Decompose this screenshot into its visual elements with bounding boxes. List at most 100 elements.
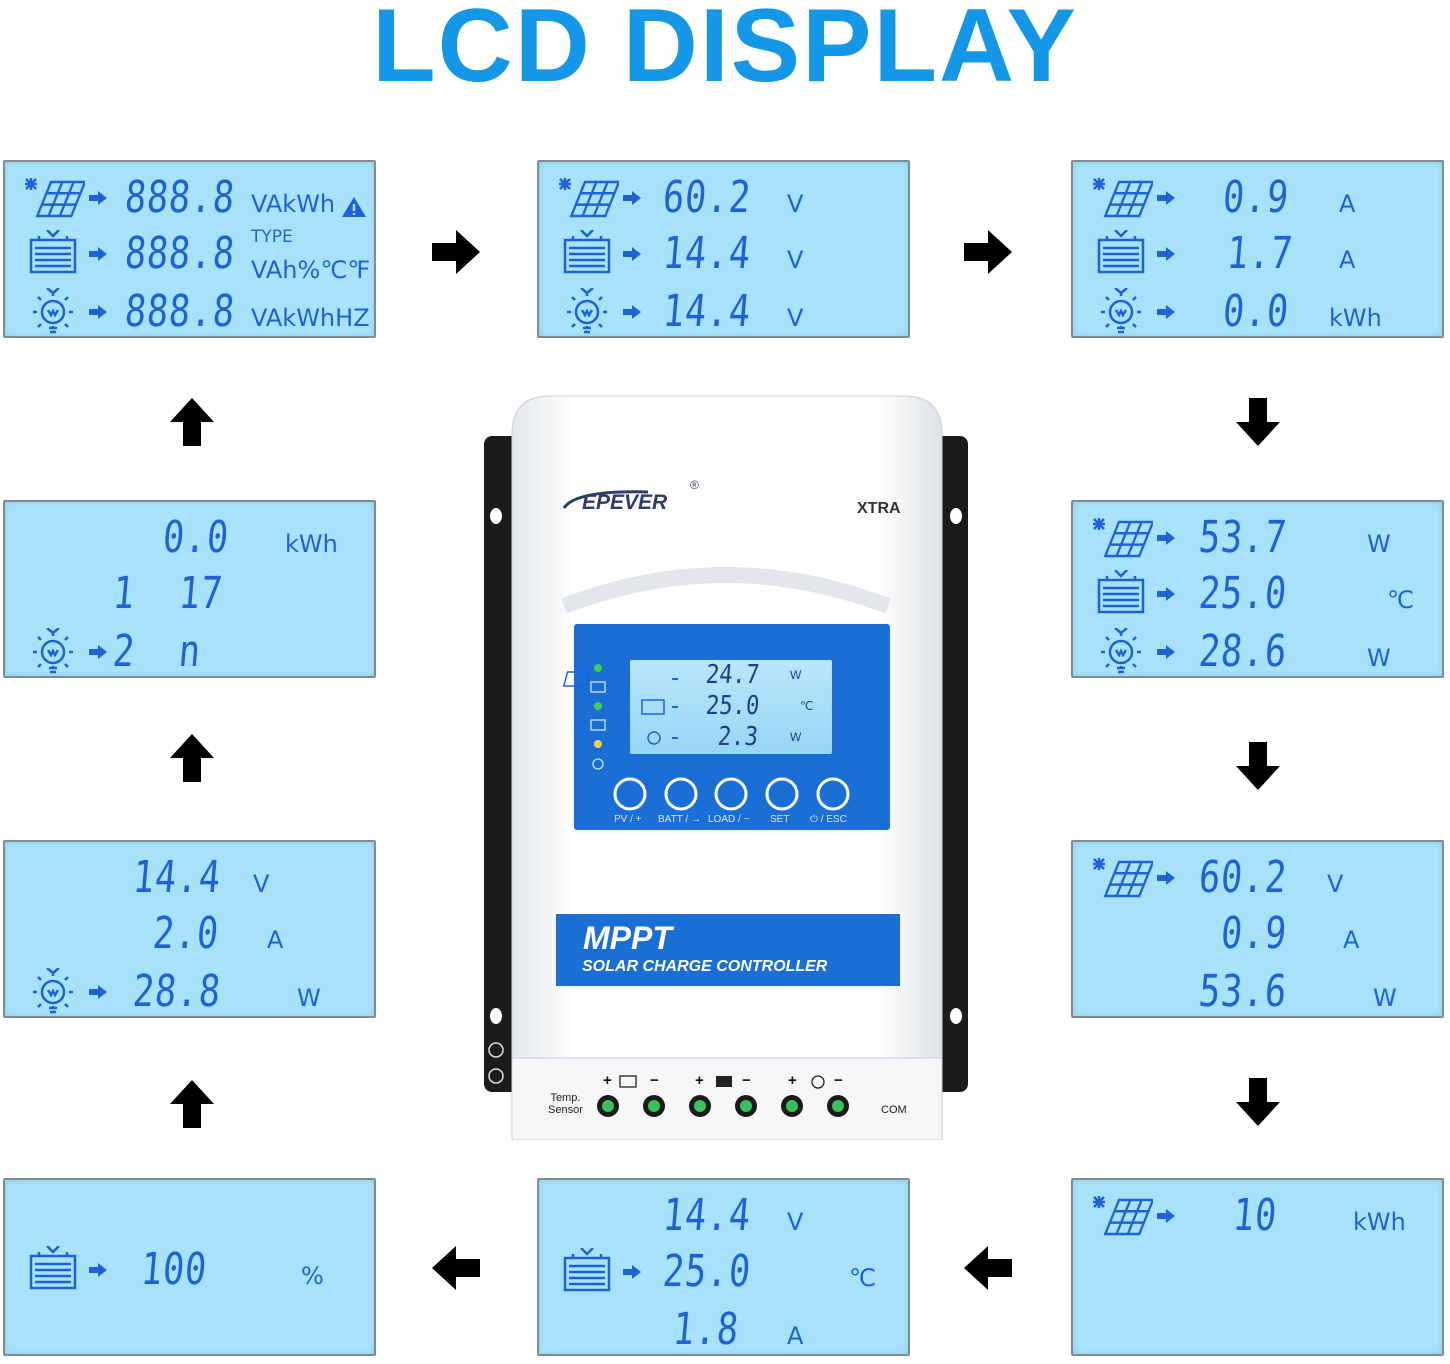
lcd-value: 1.8	[670, 1304, 742, 1355]
pv-button	[613, 777, 647, 811]
mppt-subtitle: SOLAR CHARGE CONTROLLER	[582, 958, 828, 975]
lcd-unit: kWh	[1353, 1208, 1406, 1236]
controller-lcd-value: 2.3	[716, 722, 760, 752]
load-bulb-icon	[1091, 627, 1153, 676]
arrow-right-icon	[89, 191, 107, 205]
lcd-value: 28.6	[1196, 626, 1290, 677]
controller-lcd-value: 25.0	[704, 691, 761, 721]
lcd-row: 14.4 V	[539, 226, 908, 282]
load-bulb-icon	[23, 627, 85, 676]
battery-icon	[557, 229, 619, 278]
arrow-up-icon	[170, 1080, 214, 1128]
arrow-right-icon	[432, 230, 480, 274]
lcd-value: 0.0	[1220, 286, 1292, 337]
lcd-unit: %	[301, 1262, 324, 1290]
lcd-unit-type: TYPE	[251, 227, 293, 247]
battery-icon	[1091, 569, 1153, 618]
load-bulb-icon	[557, 287, 619, 336]
lcd-value: 14.4	[130, 852, 224, 903]
brand-logo: EPEVER ®	[556, 478, 706, 518]
mppt-title: MPPT	[583, 920, 672, 956]
lcd-value: 60.2	[660, 172, 754, 223]
solar-panel-icon	[557, 174, 621, 222]
lcd-screen-battery-soc: 100%	[3, 1178, 376, 1356]
terminal-plus-sign: +	[788, 1072, 797, 1089]
batt-button	[664, 777, 698, 811]
solar-panel-icon	[1091, 1192, 1155, 1240]
lcd-value: 888.8	[122, 286, 238, 337]
controller-lcd	[630, 660, 832, 754]
lcd-value: 2 n	[110, 626, 204, 677]
arrow-right-icon	[623, 191, 641, 205]
arrow-down-icon	[1236, 398, 1280, 446]
pv-button-label: PV / +	[614, 814, 642, 825]
terminal-plus-sign: +	[695, 1072, 704, 1089]
temp-sensor-label: Temp. Sensor	[548, 1092, 583, 1116]
battery-icon	[23, 229, 85, 278]
lcd-unit: A	[1343, 926, 1360, 954]
lcd-unit: VAh%℃℉	[251, 256, 371, 284]
load-button-label: LOAD / −	[708, 814, 750, 825]
arrow-right-icon	[1157, 871, 1175, 885]
brand-name: EPEVER	[582, 491, 668, 514]
lcd-value: 0.0	[160, 512, 232, 563]
arrow-right-icon	[1157, 247, 1175, 261]
arrow-down-icon	[1236, 742, 1280, 790]
lcd-unit: A	[1339, 246, 1356, 274]
arrow-up-icon	[170, 734, 214, 782]
arrow-right-icon	[623, 247, 641, 261]
lcd-row: 25.0℃	[1073, 566, 1442, 622]
arrow-right-icon	[89, 247, 107, 261]
arrow-right-icon	[1157, 191, 1175, 205]
arrow-right-icon	[1157, 587, 1175, 601]
solar-panel-icon	[23, 174, 87, 222]
arrow-right-icon	[1157, 531, 1175, 545]
lcd-row: 2 n	[5, 624, 374, 680]
lcd-unit: V	[787, 246, 804, 274]
arrow-right-icon	[89, 1263, 107, 1277]
battery-icon	[23, 1245, 85, 1294]
controller-lcd-unit: W	[790, 668, 802, 682]
lcd-unit: V	[787, 304, 804, 332]
lcd-row: 25.0℃	[539, 1244, 908, 1300]
terminal-plus-sign: +	[603, 1072, 612, 1089]
lcd-unit: W	[1367, 530, 1391, 558]
arrow-right-icon	[89, 305, 107, 319]
lcd-value: 0.9	[1220, 172, 1292, 223]
lcd-value: 0.9	[1218, 908, 1290, 959]
lcd-value: 28.8	[130, 966, 224, 1017]
lcd-value: 25.0	[1196, 568, 1290, 619]
esc-button-label: ⏻ / ESC	[810, 814, 847, 825]
lcd-row: 100%	[5, 1242, 374, 1298]
arrow-left-icon	[964, 1246, 1012, 1290]
arrow-right-icon	[1157, 1209, 1175, 1223]
lcd-value: 53.6	[1196, 966, 1290, 1017]
battery-icon	[557, 1247, 619, 1296]
load-bulb-icon	[23, 287, 85, 336]
terminal-screws	[597, 1095, 849, 1117]
arrow-down-icon	[1236, 1078, 1280, 1126]
lcd-value: 14.4	[660, 228, 754, 279]
com-port-label: COM	[881, 1104, 907, 1116]
